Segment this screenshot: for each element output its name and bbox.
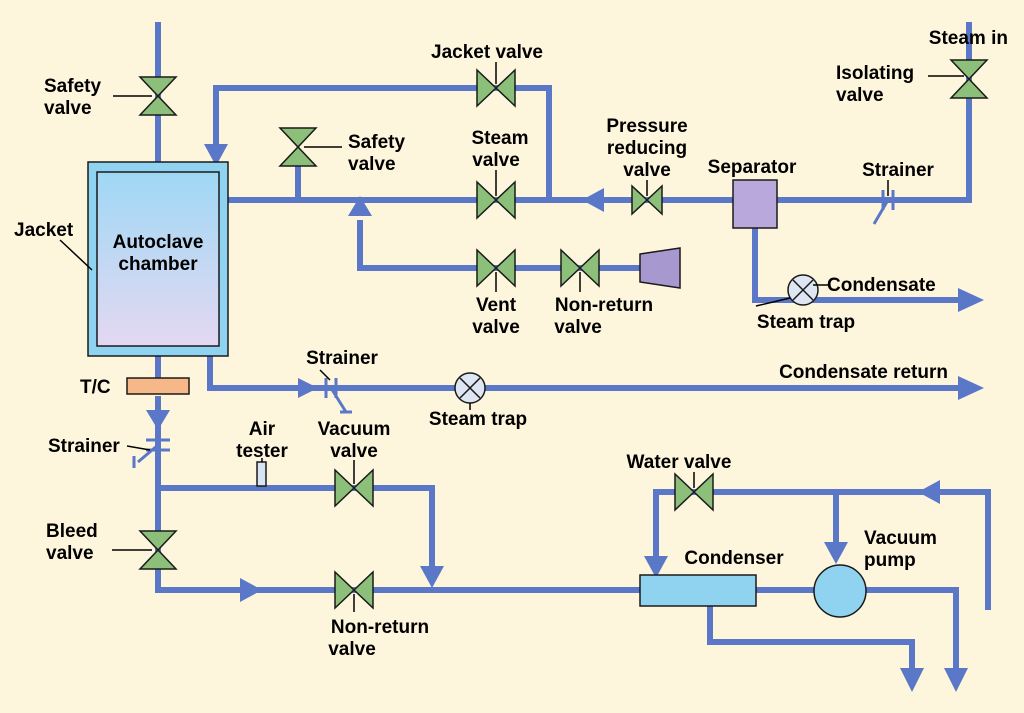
- autoclave-label-1: Autoclave: [113, 232, 204, 253]
- steam-trap-mid: [454, 372, 486, 404]
- arrow-water-in-left: [918, 480, 940, 504]
- arrow-pump-down: [824, 542, 848, 564]
- label-tc: T/C: [80, 377, 111, 398]
- label-air-tester-1: Air: [249, 419, 276, 440]
- label-steam-valve-1: Steam: [471, 128, 528, 149]
- labels: Steam in Isolating valve Jacket valve Sa…: [14, 28, 1008, 660]
- non-return-valve-top: [560, 248, 600, 288]
- label-vacuum-pump-2: pump: [864, 550, 916, 571]
- label-vacuum-valve-2: valve: [330, 441, 378, 462]
- arrow-jacket-down: [204, 144, 228, 166]
- label-bleed-valve-2: valve: [46, 543, 94, 564]
- water-valve-pipe: [653, 489, 991, 610]
- arrow-vent-up: [348, 196, 372, 216]
- separator-condensate-pipe: [752, 228, 960, 303]
- arrow-water-down: [644, 556, 668, 578]
- label-pressure-reducing-1: Pressure: [606, 116, 687, 137]
- label-steam-valve-2: valve: [472, 150, 520, 171]
- pressure-reducing-valve: [631, 184, 663, 216]
- vacuum-pump: [813, 564, 867, 618]
- label-bleed-valve-1: Bleed: [46, 521, 98, 542]
- flow-arrows: [146, 144, 984, 692]
- strainer-top: [872, 190, 895, 225]
- separator: [732, 179, 778, 229]
- label-pressure-reducing-3: valve: [623, 160, 671, 181]
- label-non-return-top-1: Non-return: [555, 295, 653, 316]
- label-separator: Separator: [708, 157, 797, 178]
- autoclave-label-2: chamber: [118, 254, 198, 275]
- arrow-drain2-down: [944, 668, 968, 692]
- pipes: [155, 22, 991, 672]
- vent-valve: [476, 248, 516, 288]
- autoclave: Autoclave chamber: [87, 161, 229, 357]
- isolating-valve: [949, 59, 989, 99]
- steam-trap-right: [787, 274, 819, 306]
- label-condensate-return: Condensate return: [779, 362, 948, 383]
- label-safety-valve-top-1: Safety: [44, 76, 101, 97]
- arrow-condensate-return-right: [958, 376, 984, 400]
- label-condenser: Condenser: [684, 548, 784, 569]
- label-safety-valve-mid-2: valve: [348, 154, 396, 175]
- arrow-drain1-down: [900, 668, 924, 692]
- drain-pipe-lower: [155, 396, 640, 593]
- condensate-return-pipe: [207, 356, 960, 391]
- water-valve: [674, 472, 714, 512]
- label-vent-valve-2: valve: [472, 317, 520, 338]
- label-steam-trap-mid: Steam trap: [429, 409, 527, 430]
- pump-exhaust-pipe: [866, 587, 959, 672]
- label-steam-in: Steam in: [929, 28, 1008, 49]
- arrow-strainer-mid: [298, 378, 318, 398]
- label-jacket-valve: Jacket valve: [431, 42, 543, 63]
- label-condensate: Condensate: [827, 275, 936, 296]
- label-non-return-bottom-2: valve: [328, 639, 376, 660]
- label-vacuum-pump-1: Vacuum: [864, 528, 937, 549]
- label-vacuum-valve-1: Vacuum: [318, 419, 391, 440]
- valves: [138, 59, 989, 610]
- thermocouple: [126, 377, 190, 395]
- autoclave-chamber: [96, 171, 220, 347]
- arrow-drain-down: [146, 410, 170, 430]
- label-strainer-mid: Strainer: [306, 348, 378, 369]
- jacket-valve-loop: [213, 85, 552, 200]
- vent-pipe: [357, 220, 640, 271]
- strainer-mid: [324, 378, 352, 414]
- label-vent-valve-1: Vent: [476, 295, 517, 316]
- label-strainer-top: Strainer: [862, 160, 934, 181]
- condenser: [639, 574, 757, 607]
- vacuum-valve-pipe: [158, 485, 435, 570]
- label-water-valve: Water valve: [627, 452, 732, 473]
- safety-valve-top: [138, 76, 178, 116]
- label-safety-valve-mid-1: Safety: [348, 132, 405, 153]
- label-non-return-top-2: valve: [554, 317, 602, 338]
- leader-lines: [59, 62, 964, 612]
- label-pressure-reducing-2: reducing: [607, 138, 687, 159]
- steam-valve: [476, 180, 516, 220]
- label-safety-valve-top-2: valve: [44, 98, 92, 119]
- label-isolating-valve-2: valve: [836, 85, 884, 106]
- label-jacket: Jacket: [14, 220, 74, 241]
- label-steam-trap-right: Steam trap: [757, 312, 855, 333]
- bleed-valve: [138, 530, 178, 570]
- arrow-condensate-right: [958, 288, 984, 312]
- air-tester: [256, 461, 267, 487]
- label-non-return-bottom-1: Non-return: [331, 617, 429, 638]
- arrow-steam-left: [582, 188, 604, 212]
- arrow-bottom-right: [240, 578, 262, 602]
- label-air-tester-2: tester: [236, 441, 288, 462]
- strainer-left: [132, 438, 170, 468]
- label-strainer-left: Strainer: [48, 436, 120, 457]
- jacket-valve: [476, 68, 516, 108]
- safety-valve-mid: [278, 127, 318, 167]
- vacuum-valve: [334, 468, 374, 508]
- condenser-drain-pipe: [707, 606, 915, 672]
- label-isolating-valve-1: Isolating: [836, 63, 914, 84]
- arrow-vacuum-down: [420, 566, 444, 588]
- non-return-valve-bottom: [334, 570, 374, 610]
- vent-exhaust: [639, 247, 681, 289]
